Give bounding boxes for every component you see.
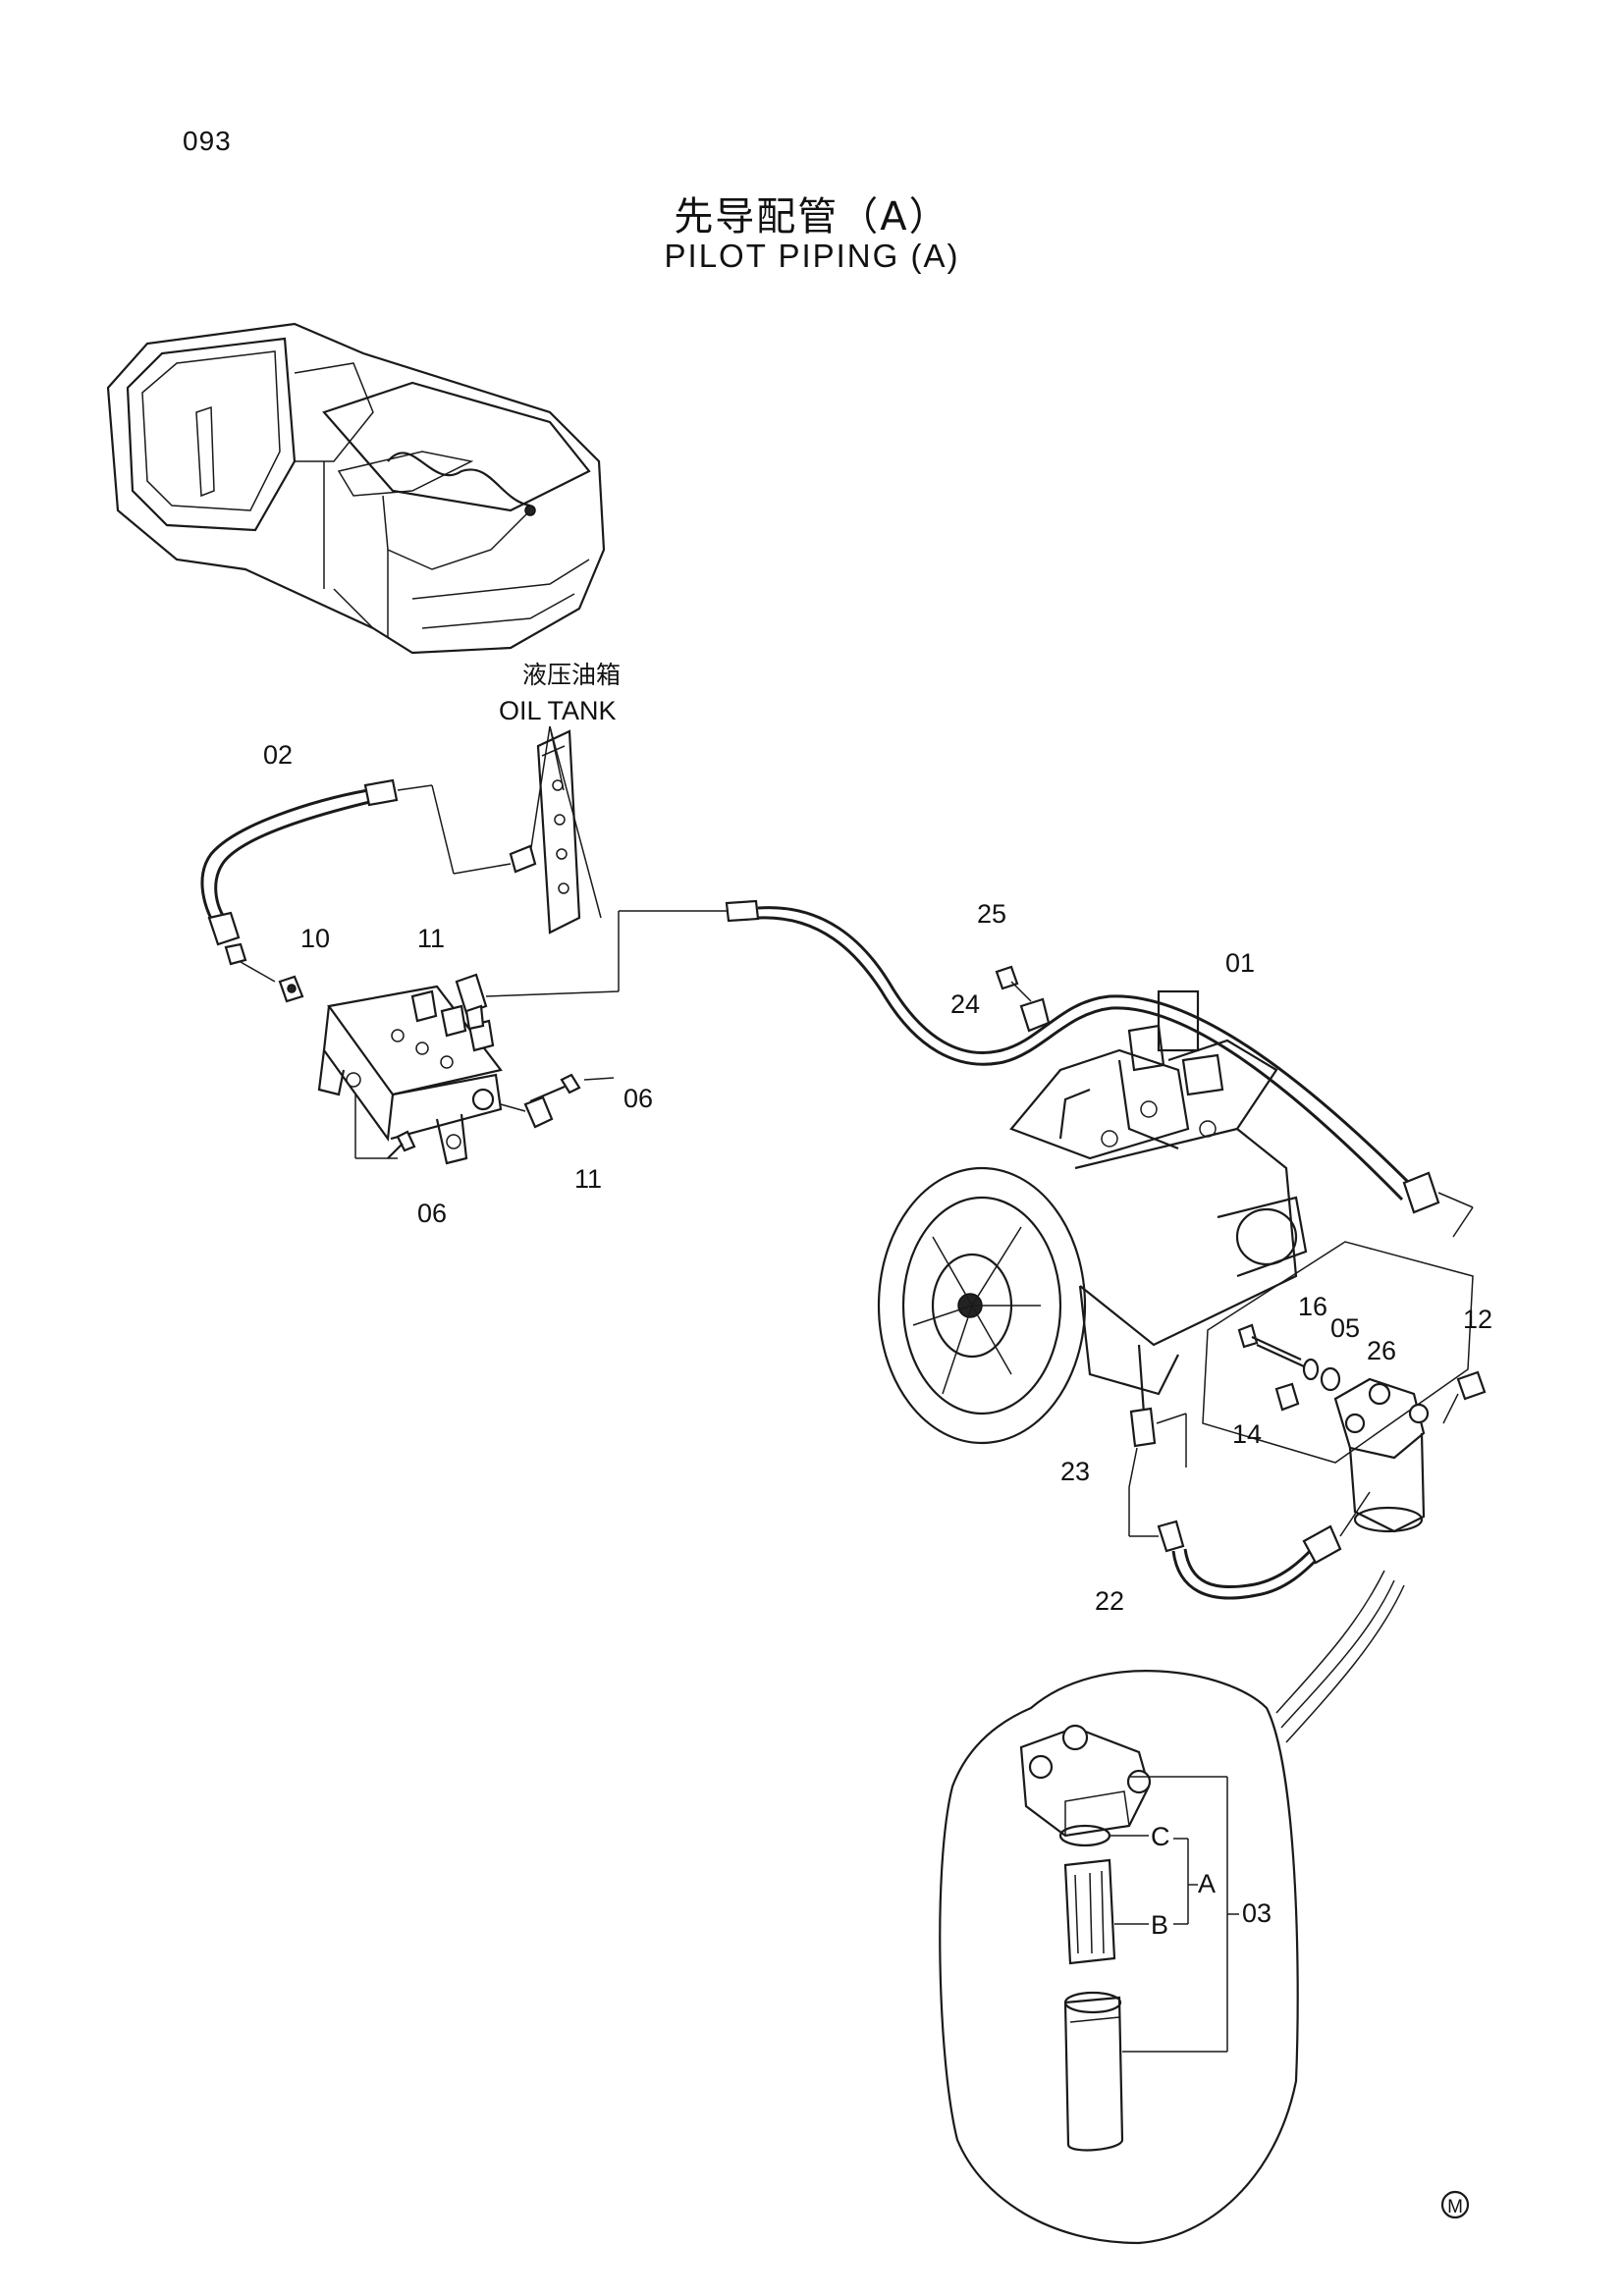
fitting-14 [1274,1382,1300,1412]
callout-11-upper: 11 [417,924,445,953]
bolt-16 [1237,1323,1305,1367]
bolt-06-right [529,1073,615,1103]
detail-label-b: B [1151,1910,1168,1940]
washer-05 [1302,1358,1320,1381]
hose-01 [725,899,1474,1238]
circled-m-mark: M [1440,2190,1470,2219]
callout-10: 10 [300,924,330,953]
fitting-11-lower [500,1095,554,1129]
detail-label-c: C [1151,1822,1170,1851]
callout-12: 12 [1463,1305,1492,1334]
hose-22 [1128,1487,1371,1600]
callout-06-left: 06 [417,1199,447,1228]
pilot-filter-03 [1202,1241,1474,1533]
oring-26 [1320,1366,1341,1392]
oil-tank-label-chinese: 液压油箱 [522,662,621,689]
fitting-23 [1128,1407,1187,1488]
pilot-manifold-block [317,985,503,1165]
callout-02: 02 [263,740,293,770]
clamp-24 [1019,997,1051,1033]
callout-25: 25 [977,899,1006,929]
callout-16: 16 [1298,1292,1327,1321]
title-chinese: 先导配管（A） [674,194,950,240]
callout-05: 05 [1330,1313,1360,1343]
callout-11-lower: 11 [574,1164,602,1194]
page-number: 093 [183,126,232,156]
fitting-12 [1442,1370,1487,1424]
hydraulic-pump-assembly [877,989,1308,1445]
hose-02 [200,778,512,983]
callout-23: 23 [1060,1457,1090,1486]
callout-26: 26 [1367,1336,1396,1365]
title-english: PILOT PIPING (A) [664,238,960,274]
callout-24: 24 [950,989,980,1019]
filter-detail-bubble [939,1570,1405,2245]
bolt-06-left [387,1130,416,1159]
machine-overview-illustration [106,322,606,655]
callout-14: 14 [1232,1419,1262,1449]
oil-tank-port-plate [509,725,602,934]
mark-letter: M [1447,2197,1463,2217]
callout-03: 03 [1242,1898,1272,1928]
callout-01: 01 [1225,948,1255,978]
fitting-10 [278,975,304,1003]
callout-22: 22 [1095,1586,1124,1616]
detail-label-a: A [1198,1869,1216,1898]
callout-06-right: 06 [623,1084,653,1113]
oil-tank-label-english: OIL TANK [499,696,617,725]
bolt-25 [995,965,1032,1002]
fitting-11-upper [455,973,488,1031]
